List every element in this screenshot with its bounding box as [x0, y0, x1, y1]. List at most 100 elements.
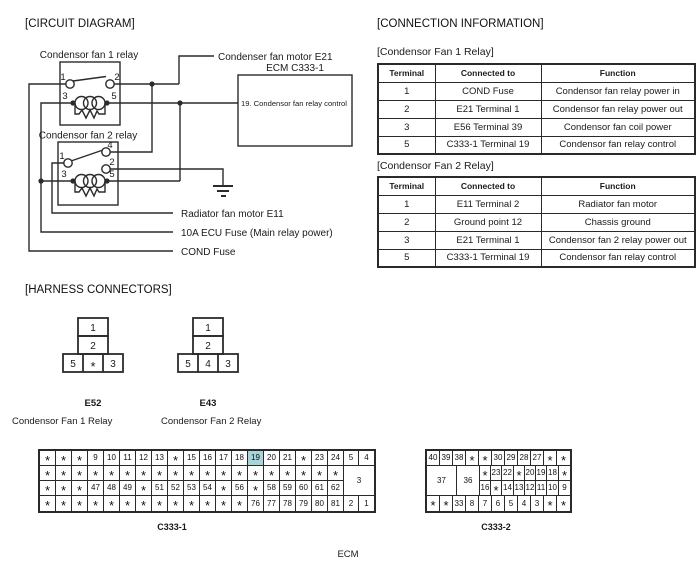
pin-cell: 5 [344, 451, 359, 466]
e43-pin-4: 4 [205, 359, 211, 370]
e43-pin-5: 5 [185, 359, 191, 370]
relay1-resistor-icon [74, 103, 106, 120]
relay1-box [59, 61, 121, 126]
pin-cell: 30 [492, 451, 505, 466]
pin-cell: 16 [200, 451, 216, 466]
table-cell: Condensor fan relay power out [540, 99, 696, 119]
pin-cell: 61 [312, 481, 328, 496]
table-cell: 3 [377, 117, 436, 137]
pin-cell: 62 [328, 481, 344, 496]
pin-cell: 20 [525, 466, 536, 481]
pin-cell: * [557, 451, 570, 467]
wire-radiator-fan [51, 162, 173, 214]
column-header: Terminal [377, 63, 436, 83]
pin-cell: * [72, 481, 88, 497]
pin-cell: * [136, 481, 152, 497]
table-cell: 1 [377, 194, 436, 214]
pin-cell: * [152, 466, 168, 482]
c333-1-label: C333-1 [157, 522, 187, 532]
pin-cell: 4 [359, 451, 374, 466]
relay2-resistor-icon [74, 181, 106, 198]
relay1-terminal-1: 1 [60, 72, 65, 83]
relay2-terminal2-contact [101, 164, 111, 174]
table-cell: E21 Terminal 1 [434, 99, 542, 119]
pin-cell: 19 [536, 466, 547, 481]
connection-info-title: [CONNECTION INFORMATION] [377, 18, 544, 30]
pin-cell: 21 [280, 451, 296, 466]
pin-cell: 4 [518, 496, 531, 511]
table-cell: Condensor fan relay control [540, 248, 696, 268]
pin-cell: * [40, 466, 56, 482]
pin-cell: 53 [184, 481, 200, 496]
pin-cell: 60 [296, 481, 312, 496]
relay1-terminal-3: 3 [62, 91, 67, 102]
pin-cell: 13 [514, 481, 525, 496]
pin-cell: 7 [479, 496, 492, 511]
connector-e52-shape [62, 317, 124, 373]
column-header: Function [540, 176, 696, 196]
e43-pin-3: 3 [225, 359, 231, 370]
pin-cell: * [296, 451, 312, 467]
table-cell: E56 Terminal 39 [434, 117, 542, 137]
pin-cell: 10 [547, 481, 559, 496]
pin-cell: * [56, 466, 72, 482]
pin-cell: * [216, 496, 232, 512]
pin-cell: 54 [200, 481, 216, 496]
e52-name: Condensor Fan 1 Relay [12, 416, 113, 427]
table-cell: Condensor fan relay control [540, 135, 696, 155]
pin-cell: * [184, 466, 200, 482]
pin-cell: * [72, 451, 88, 467]
relay1-terminal-5: 5 [111, 91, 116, 102]
pin-cell: * [104, 496, 120, 512]
pin-cell: 11 [536, 481, 547, 496]
pin-cell: * [104, 466, 120, 482]
pin-cell: 36 [457, 466, 480, 496]
table-cell: Condensor fan 2 relay power out [540, 230, 696, 250]
pin-cell: * [312, 466, 328, 482]
pin-cell: 24 [328, 451, 344, 466]
pin-cell: 16 [480, 481, 491, 496]
pin-cell: * [136, 466, 152, 482]
radiator-fan-motor-label: Radiator fan motor E11 [181, 209, 284, 220]
wire-ecu-fuse [40, 102, 173, 233]
relay2-terminal-4: 4 [107, 140, 112, 151]
pin-cell: 52 [168, 481, 184, 496]
pin-cell: * [216, 481, 232, 497]
relay1-terminal2-contact [105, 79, 115, 89]
pin-cell: 6 [492, 496, 505, 511]
pin-cell: 2 [344, 496, 359, 511]
c333-2-label: C333-2 [481, 522, 511, 532]
pin-cell: * [559, 466, 570, 482]
pin-cell: * [264, 466, 280, 482]
relay2-terminal1-contact [63, 158, 73, 168]
pin-cell: * [72, 496, 88, 512]
pin-cell: * [328, 466, 344, 482]
relay1-terminal-2: 2 [114, 72, 119, 83]
pin-cell: * [56, 481, 72, 497]
pin-cell: 9 [559, 481, 570, 496]
pin-cell: 19 [248, 451, 264, 466]
pin-cell: 3 [344, 466, 374, 496]
pin-cell: 77 [264, 496, 280, 511]
pin-cell: * [514, 466, 525, 482]
pin-cell: 18 [232, 451, 248, 466]
pin-cell: * [56, 451, 72, 467]
pin-cell: 13 [152, 451, 168, 466]
e52-pin-1: 1 [90, 323, 96, 334]
pin-cell: 40 [427, 451, 440, 466]
table-cell: Condensor fan relay power in [540, 81, 696, 101]
pin-cell: 28 [518, 451, 531, 466]
relay2-table-caption: [Condensor Fan 2 Relay] [377, 160, 494, 172]
pin-cell: * [232, 496, 248, 512]
e52-pin-3: 3 [110, 359, 116, 370]
pin-cell: 47 [88, 481, 104, 496]
pin-cell: 11 [120, 451, 136, 466]
pin-cell: * [168, 451, 184, 467]
e52-label: E52 [84, 398, 102, 409]
pin-cell: 12 [525, 481, 536, 496]
pin-cell: 58 [264, 481, 280, 496]
